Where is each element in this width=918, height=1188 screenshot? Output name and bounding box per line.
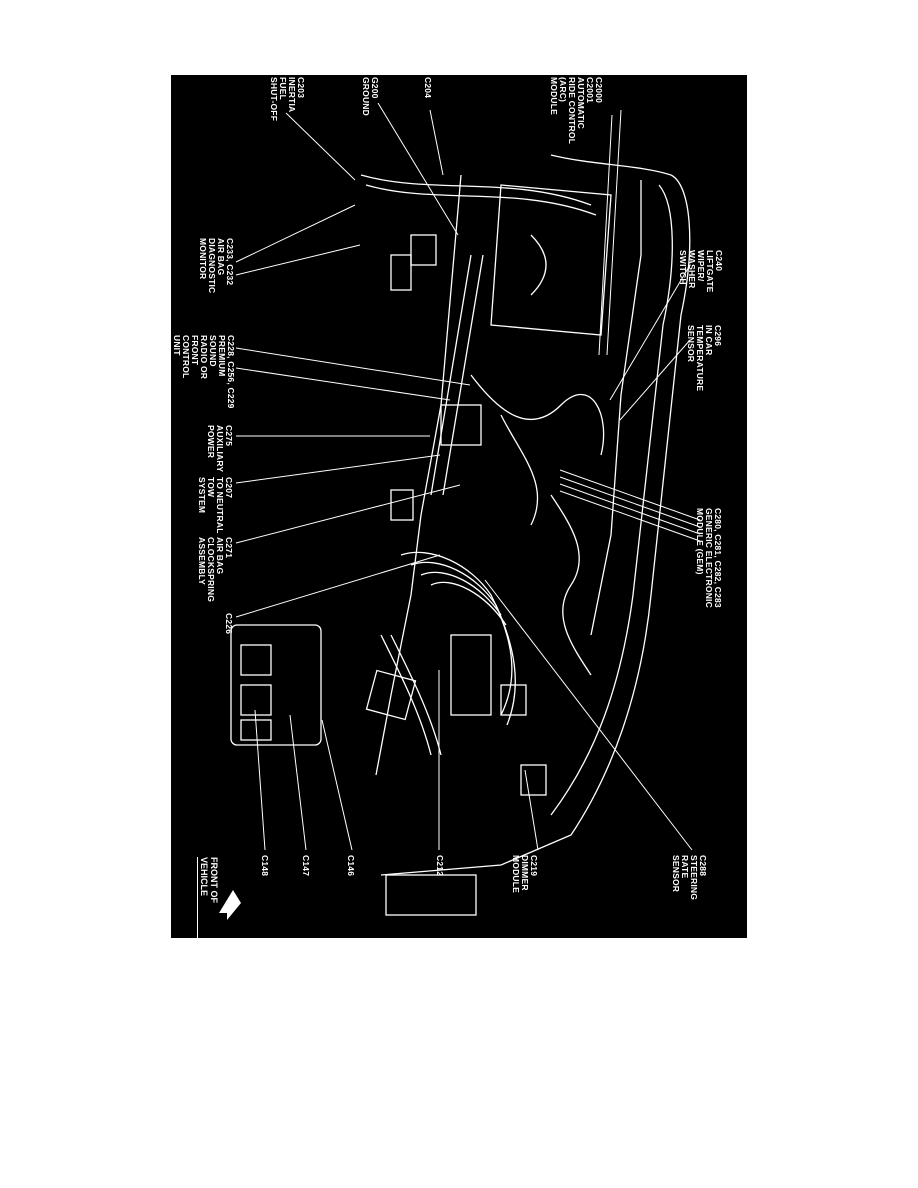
wire-harness	[360, 174, 605, 756]
label-c204: C204	[423, 77, 433, 99]
dashboard-outline	[375, 154, 691, 876]
label-c212: C212	[435, 855, 445, 877]
label-c148: C148	[260, 855, 270, 877]
leader-lines	[235, 102, 701, 851]
dashboard-wiring-drawing	[219, 102, 701, 920]
label-c147: C147	[301, 855, 311, 877]
front-of-vehicle-label: FRONT OF VEHICLE	[197, 857, 219, 938]
connectors	[230, 234, 547, 916]
label-c146: C146	[346, 855, 356, 877]
front-arrow-icon	[219, 890, 241, 920]
label-c226: C226	[224, 613, 234, 635]
